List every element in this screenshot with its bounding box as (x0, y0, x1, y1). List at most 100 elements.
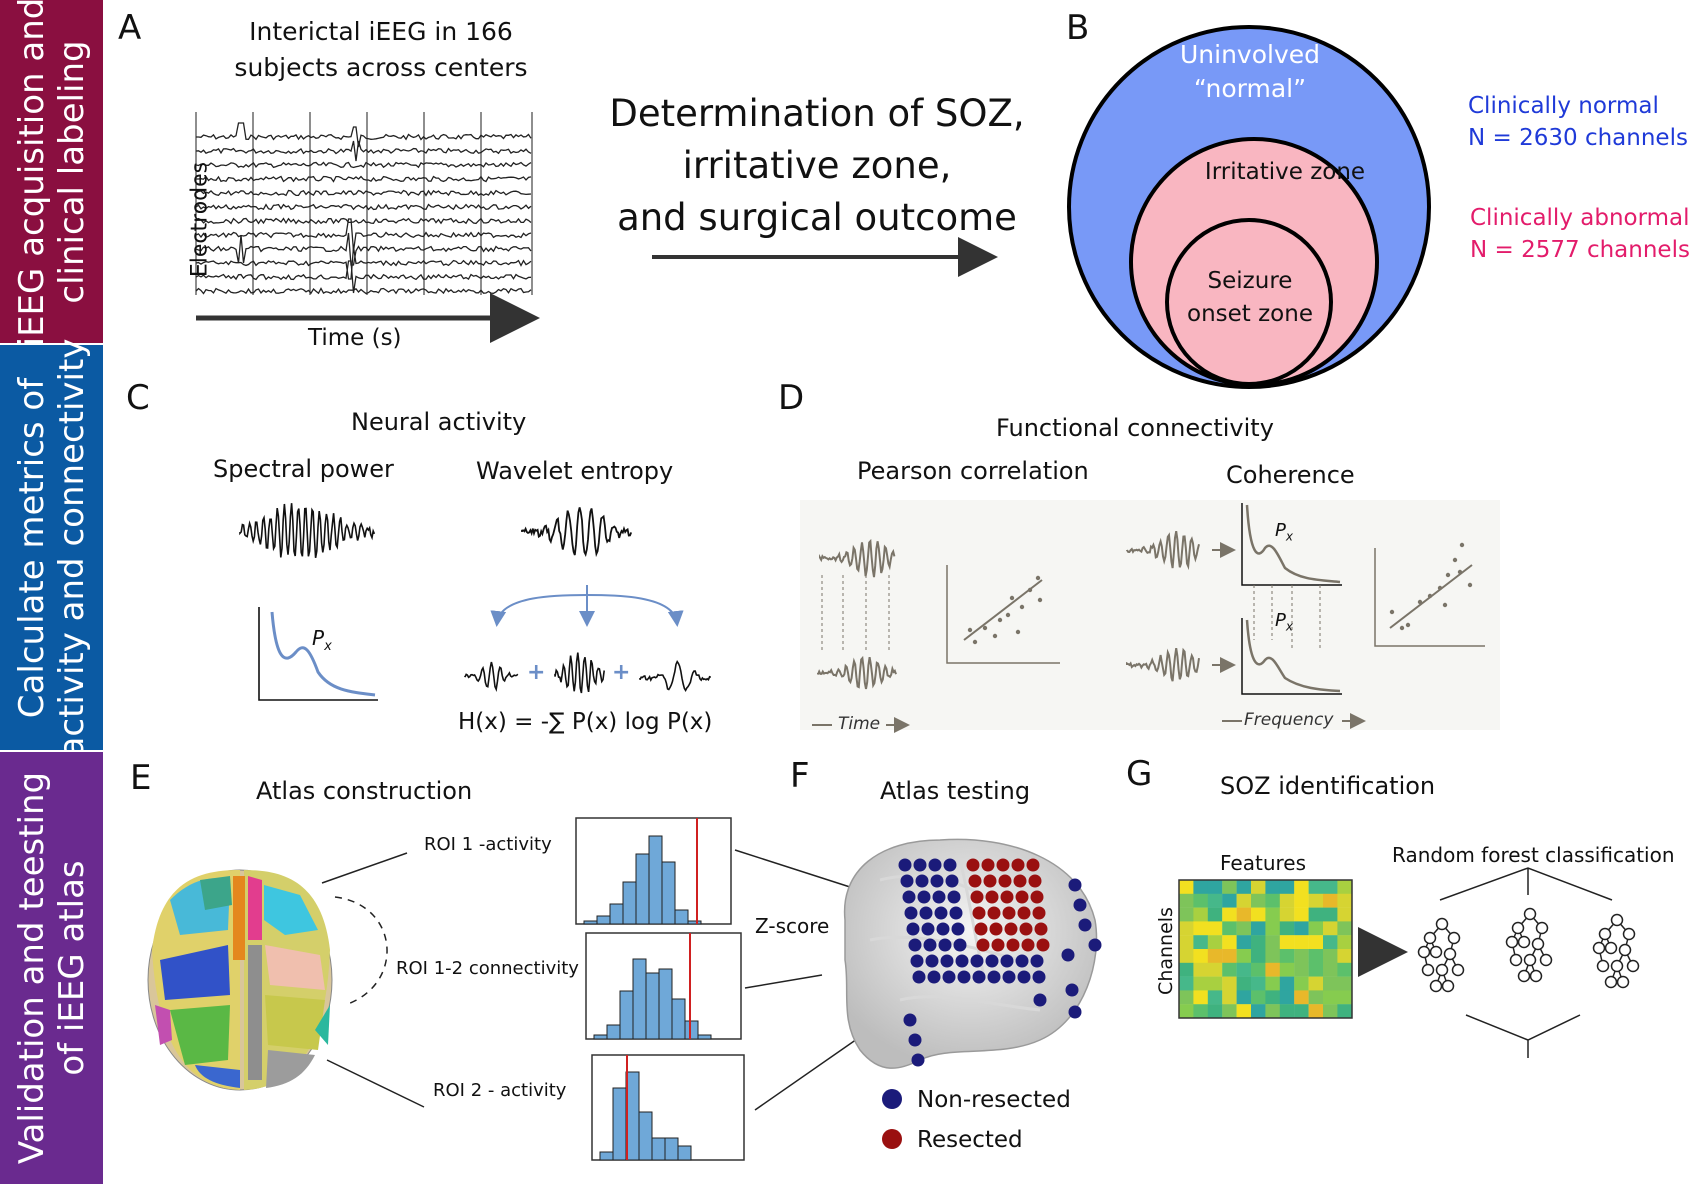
scatter-point (1459, 542, 1465, 548)
legend-resected: Resected (917, 1127, 1023, 1153)
heatmap-cell (1337, 1004, 1352, 1019)
heatmap-cell (1236, 1004, 1252, 1019)
heatmap-cell (1236, 976, 1252, 991)
scatter-point (1445, 572, 1451, 578)
histogram-bar (645, 972, 660, 1040)
heatmap-cell (1294, 1004, 1309, 1019)
scatter-point (1037, 597, 1043, 603)
soz-identification-title: SOZ identification (1220, 772, 1436, 800)
histogram-bar (612, 1087, 627, 1161)
heatmap-cell (1179, 962, 1194, 977)
features-label: Features (1220, 851, 1306, 875)
electrode-nonresected (921, 922, 935, 936)
histogram-bar (593, 1034, 608, 1040)
scatter-point (1389, 609, 1395, 615)
scatter-point (1027, 587, 1033, 593)
panel-letter-e: E (130, 758, 152, 798)
heatmap-cell (1236, 962, 1252, 977)
wavelet-components (464, 652, 712, 694)
pearson-label: Pearson correlation (857, 457, 1089, 485)
electrode-nonresected (925, 954, 939, 968)
heatmap-cell (1279, 990, 1295, 1005)
tree-node (1435, 917, 1449, 931)
tree-node (1539, 953, 1553, 967)
tree-node (1421, 963, 1435, 977)
determination-line3: and surgical outcome (617, 196, 1017, 239)
heatmap-cell (1294, 935, 1309, 950)
heatmap-cell (1236, 880, 1252, 894)
panel-letter-d: D (778, 378, 805, 418)
heatmap-cell (1207, 962, 1223, 977)
histogram-bar (619, 990, 634, 1040)
zscore-label: Z-score (755, 914, 830, 938)
electrode-nonresected (917, 890, 931, 904)
heatmap-cell (1265, 949, 1280, 963)
heatmap-cell (1265, 880, 1280, 894)
electrode-nonresected (953, 938, 967, 952)
heatmap-cell (1279, 935, 1295, 950)
scatter-point (1442, 602, 1448, 608)
electrode-nonresected (940, 954, 954, 968)
heatmap-cell (1308, 921, 1324, 936)
heatmap-cell (1308, 880, 1324, 894)
heatmap-cell (1236, 935, 1252, 950)
histogram-bar (583, 920, 598, 925)
px-label-d2: Px (1275, 610, 1293, 634)
heatmap-cell (1179, 893, 1194, 908)
random-forest-label: Random forest classification (1392, 843, 1675, 867)
panel-letter-b: B (1066, 8, 1090, 48)
time-label: Time (s) (308, 325, 402, 351)
electrode-nonresected (932, 890, 946, 904)
tree-node (1523, 953, 1537, 967)
heatmap-cell (1265, 921, 1280, 936)
spectral-power-label: Spectral power (213, 455, 394, 483)
tree-node (1451, 963, 1465, 977)
electrode-nonresected (903, 1013, 917, 1027)
tree-node (1509, 953, 1523, 967)
eeg-trace (196, 122, 532, 148)
electrode-resected (1032, 906, 1046, 920)
heatmap-cell (1337, 990, 1352, 1005)
determination-line1: Determination of SOZ, (609, 92, 1025, 135)
heatmap-cell (1294, 976, 1309, 991)
atlas-connector-lines (321, 849, 871, 1111)
heatmap-cell (1279, 962, 1295, 977)
histogram-bar (596, 915, 611, 925)
electrode-nonresected (1065, 983, 1079, 997)
electrode-resected (972, 906, 986, 920)
heatmap-cell (1308, 990, 1324, 1005)
electrode-nonresected (898, 858, 912, 872)
heatmap-cell (1179, 935, 1194, 950)
electrode-nonresected (902, 890, 916, 904)
eeg-trace (195, 203, 532, 211)
irritative-zone-label: Irritative zone (1204, 159, 1366, 185)
px-label-c: Px (312, 626, 332, 654)
histogram-bar (697, 1034, 712, 1040)
histogram-roi1 (575, 817, 732, 925)
heatmap-cell (1222, 990, 1237, 1005)
heatmap-cell (1323, 935, 1338, 950)
electrode-nonresected (900, 874, 914, 888)
heatmap-cell (1337, 949, 1352, 963)
tree-node (1626, 959, 1640, 973)
heatmap-cell (1193, 990, 1208, 1005)
histogram-bar (674, 909, 689, 925)
tree-node (1604, 975, 1618, 989)
tree-node (1441, 979, 1455, 993)
zone-circles (1067, 25, 1431, 389)
heatmap-cell (1193, 949, 1208, 963)
heatmap-cell (1222, 976, 1237, 991)
heatmap-cell (1337, 893, 1352, 908)
plus-1: + (527, 660, 546, 685)
tree-node (1616, 975, 1630, 989)
heatmap-cell (1251, 962, 1266, 977)
scatter-point (1019, 604, 1025, 610)
histogram-bar (609, 903, 624, 925)
scatter-point (992, 633, 998, 639)
electrode-nonresected (908, 938, 922, 952)
inner-circle (1165, 218, 1333, 386)
heatmap-cell (1207, 949, 1223, 963)
tree-node (1429, 979, 1443, 993)
